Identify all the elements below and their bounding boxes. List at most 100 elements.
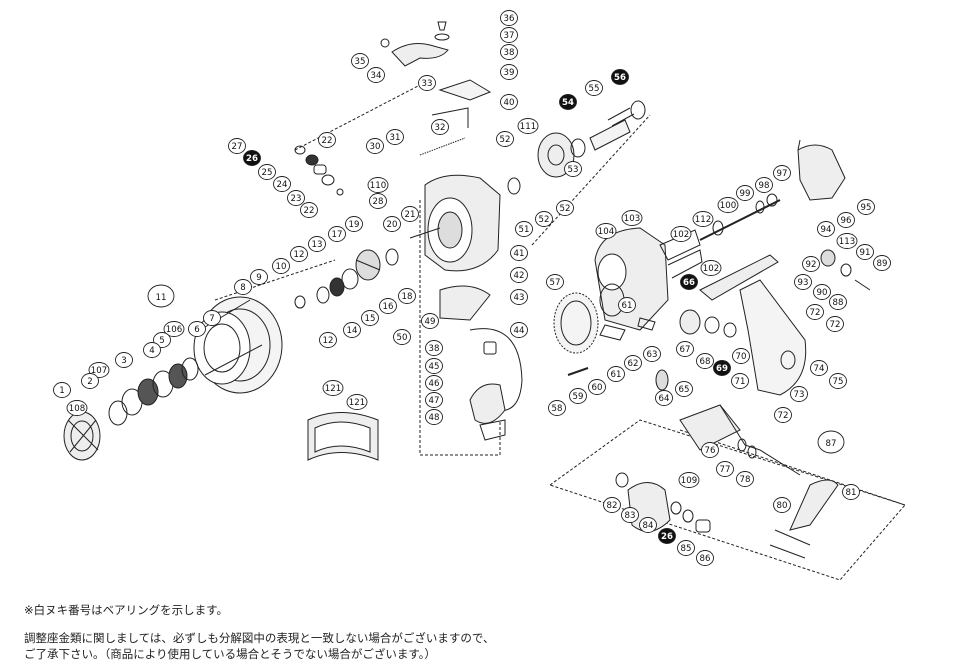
part-number-19: 19 xyxy=(345,216,363,232)
body-guide-line xyxy=(419,200,501,456)
part-number-label: 27 xyxy=(232,142,243,152)
part-number-label: 58 xyxy=(552,404,563,414)
part-number-82: 82 xyxy=(603,497,621,513)
part-number-86: 86 xyxy=(696,550,714,566)
part-number-49: 49 xyxy=(421,313,439,329)
handle-arm xyxy=(769,479,839,559)
part-number-label: 26 xyxy=(246,154,258,164)
part-number-2: 2 xyxy=(81,373,99,389)
handle-shaft xyxy=(679,404,801,476)
part-number-label: 102 xyxy=(703,264,719,274)
rotor xyxy=(409,174,501,272)
part-number-label: 34 xyxy=(371,71,382,81)
part-number-73: 73 xyxy=(790,386,808,402)
part-number-74: 74 xyxy=(810,360,828,376)
part-number-32: 32 xyxy=(431,119,449,135)
part-number-label: 83 xyxy=(625,511,636,521)
part-number-label: 32 xyxy=(435,123,446,133)
part-number-31: 31 xyxy=(386,129,404,145)
part-number-label: 84 xyxy=(643,521,654,531)
part-number-label: 24 xyxy=(277,180,288,190)
part-number-label: 87 xyxy=(826,439,837,449)
part-number-77: 77 xyxy=(716,461,734,477)
part-number-109: 109 xyxy=(678,472,700,488)
part-number-102: 102 xyxy=(670,226,692,242)
part-number-76: 76 xyxy=(701,442,719,458)
part-number-label: 113 xyxy=(839,237,855,247)
bearing-note: ※白ヌキ番号はベアリングを示します。 xyxy=(24,603,228,617)
part-number-7: 7 xyxy=(203,310,221,326)
part-number-label: 4 xyxy=(149,346,154,356)
drag-washers xyxy=(108,357,199,426)
part-number-label: 93 xyxy=(798,278,809,288)
part-number-41: 41 xyxy=(510,245,528,261)
bail-support-arm xyxy=(439,285,491,321)
part-number-26: 26 xyxy=(658,528,676,544)
part-number-113: 113 xyxy=(836,233,858,249)
part-number-label: 72 xyxy=(778,411,789,421)
part-number-52: 52 xyxy=(556,200,574,216)
part-number-5: 5 xyxy=(153,332,171,348)
line-roller-wire xyxy=(469,328,523,412)
part-number-label: 108 xyxy=(69,404,85,414)
bail-guide-line xyxy=(294,84,421,151)
part-number-88: 88 xyxy=(829,294,847,310)
part-number-label: 74 xyxy=(814,364,825,374)
part-number-56: 56 xyxy=(611,69,629,85)
part-number-108: 108 xyxy=(66,400,88,416)
part-number-72: 72 xyxy=(774,407,792,423)
part-number-6: 6 xyxy=(188,321,206,337)
part-number-label: 67 xyxy=(680,345,691,355)
part-number-12: 12 xyxy=(290,246,308,262)
part-number-label: 52 xyxy=(560,204,571,214)
part-number-106: 106 xyxy=(163,321,185,337)
part-number-label: 28 xyxy=(373,197,384,207)
part-number-52: 52 xyxy=(535,211,553,227)
reel-exploded-view: 3637383940353433323130272226252423221102… xyxy=(53,10,906,581)
part-number-95: 95 xyxy=(857,199,875,215)
part-number-label: 38 xyxy=(504,48,515,58)
part-number-label: 53 xyxy=(568,165,579,175)
part-number-60: 60 xyxy=(588,379,606,395)
part-number-10: 10 xyxy=(272,258,290,274)
part-number-94: 94 xyxy=(817,221,835,237)
part-number-label: 36 xyxy=(504,14,515,24)
part-number-label: 8 xyxy=(240,283,245,293)
part-number-54: 54 xyxy=(559,94,577,110)
part-number-label: 68 xyxy=(700,357,711,367)
bail-arm xyxy=(380,21,450,67)
part-number-11: 11 xyxy=(147,284,175,308)
part-number-37: 37 xyxy=(500,27,518,43)
part-number-72: 72 xyxy=(826,316,844,332)
part-number-label: 37 xyxy=(504,31,515,41)
part-number-121: 121 xyxy=(322,380,344,396)
part-number-61: 61 xyxy=(618,297,636,313)
part-number-42: 42 xyxy=(510,267,528,283)
part-number-66: 66 xyxy=(680,274,698,290)
part-number-label: 91 xyxy=(860,248,871,258)
part-number-label: 109 xyxy=(681,476,697,486)
part-number-label: 66 xyxy=(683,278,695,288)
part-number-20: 20 xyxy=(383,216,401,232)
main-shaft xyxy=(699,193,781,241)
part-number-68: 68 xyxy=(696,353,714,369)
part-number-45: 45 xyxy=(425,358,443,374)
part-number-80: 80 xyxy=(773,497,791,513)
part-number-label: 90 xyxy=(817,288,828,298)
part-number-40: 40 xyxy=(500,94,518,110)
part-number-label: 49 xyxy=(425,317,436,327)
part-number-35: 35 xyxy=(351,53,369,69)
part-number-label: 30 xyxy=(370,142,381,152)
part-number-30: 30 xyxy=(366,138,384,154)
part-number-label: 88 xyxy=(833,298,844,308)
part-number-label: 76 xyxy=(705,446,716,456)
part-number-label: 35 xyxy=(355,57,366,67)
part-number-16: 16 xyxy=(379,298,397,314)
part-number-47: 47 xyxy=(425,392,443,408)
knob-guide-line xyxy=(679,429,906,506)
handle-assembly-box xyxy=(548,419,906,581)
part-number-label: 95 xyxy=(861,203,872,213)
part-number-107: 107 xyxy=(88,362,110,378)
part-number-label: 47 xyxy=(429,396,440,406)
part-number-78: 78 xyxy=(736,471,754,487)
